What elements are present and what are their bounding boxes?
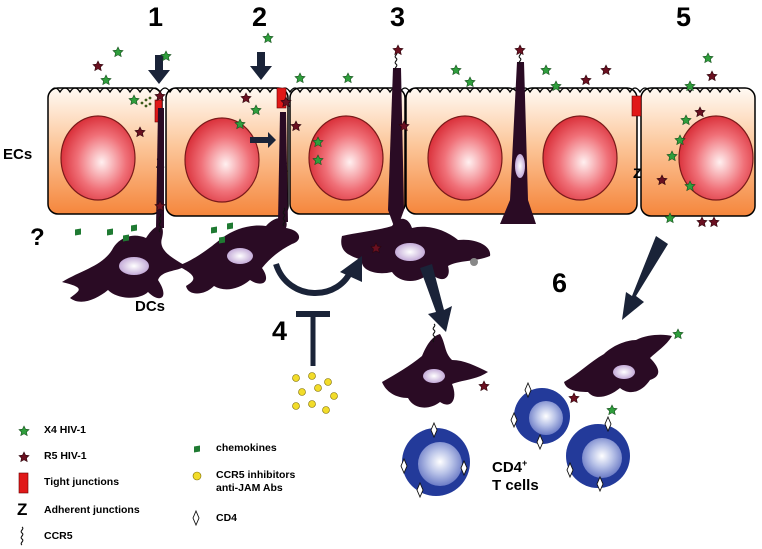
t-cell-inner <box>418 442 462 486</box>
arrows <box>148 52 668 332</box>
dc-nucleus <box>119 257 149 275</box>
nucleus-3 <box>308 115 384 201</box>
legend-inhibitors-line2: anti-JAM Abs <box>216 482 283 494</box>
t-cell-inner <box>529 401 563 435</box>
nucleus-2 <box>184 117 260 203</box>
legend-cd4-label: CD4 <box>216 512 238 524</box>
legend-cd4-icon <box>192 510 200 526</box>
step-4-label: 4 <box>272 316 288 346</box>
tcells-sup: + <box>522 458 528 468</box>
legend-chemokine-icon <box>194 445 200 453</box>
legend-inhibitor-icon <box>192 471 202 481</box>
legend-x4-label: X4 HIV-1 <box>44 424 87 436</box>
curved-arrow-head <box>340 256 362 282</box>
nucleus-6 <box>678 115 754 201</box>
arrow-step-6 <box>622 236 668 320</box>
nucleus-1 <box>60 115 136 201</box>
dc-virus-fragment <box>470 258 478 266</box>
step-2-label: 2 <box>252 2 268 32</box>
ecs-label: ECs <box>3 146 33 163</box>
dc-nucleus <box>395 243 425 261</box>
arrow-dc-to-tcell <box>420 264 452 332</box>
legend-chemokines-label: chemokines <box>216 442 277 454</box>
dc-nucleus <box>423 369 445 383</box>
legend-ccr5-icon <box>20 526 24 546</box>
arrow-small <box>250 132 276 148</box>
tight-junction <box>631 95 642 117</box>
cd4-t-cells <box>402 388 630 496</box>
arrow-step-2 <box>250 52 272 80</box>
dc-extension-nucleus <box>515 154 525 178</box>
tcells-cd4-text: CD4 <box>492 459 523 476</box>
dc-dendrite <box>278 112 288 222</box>
legend-tight-junction-icon <box>18 472 29 494</box>
dc-extension <box>500 62 536 224</box>
arrow-step-1 <box>148 55 170 84</box>
tcells-label-line1: CD4+ <box>492 458 527 476</box>
dc-dendrite <box>156 108 164 228</box>
step-3-label: 3 <box>390 2 406 32</box>
ccr5-inhibitors <box>292 372 338 414</box>
adherent-junction: Z <box>633 165 642 181</box>
virus-budding <box>140 96 152 108</box>
legend-r5-icon <box>18 451 30 462</box>
curved-arrow-step-4 <box>273 262 355 296</box>
nucleus-4 <box>427 115 503 201</box>
dendritic-cell-5 <box>564 334 672 397</box>
step-1-label: 1 <box>148 2 164 32</box>
dc-nucleus <box>227 248 253 264</box>
legend-r5-label: R5 HIV-1 <box>44 450 87 462</box>
legend-x4-icon <box>18 425 30 436</box>
t-cell-inner <box>582 438 622 478</box>
dc-extension <box>388 68 404 232</box>
legend-adherent-icon: Z <box>17 500 28 519</box>
dc-nucleus <box>613 365 635 379</box>
question-mark: ? <box>30 224 45 251</box>
step-6-label: 6 <box>552 268 568 298</box>
legend-tight-label: Tight junctions <box>44 476 120 488</box>
step-5-label: 5 <box>676 2 692 32</box>
legend-symbols <box>18 425 202 546</box>
nucleus-5 <box>542 115 618 201</box>
legend-adherent-label: Adherent junctions <box>44 504 140 516</box>
tcells-label-line2: T cells <box>492 477 539 494</box>
legend-ccr5-label: CCR5 <box>44 530 73 542</box>
epithelial-nuclei <box>60 115 754 203</box>
dcs-label: DCs <box>135 298 166 315</box>
legend-inhibitors-line1: CCR5 inhibitors <box>216 469 296 481</box>
